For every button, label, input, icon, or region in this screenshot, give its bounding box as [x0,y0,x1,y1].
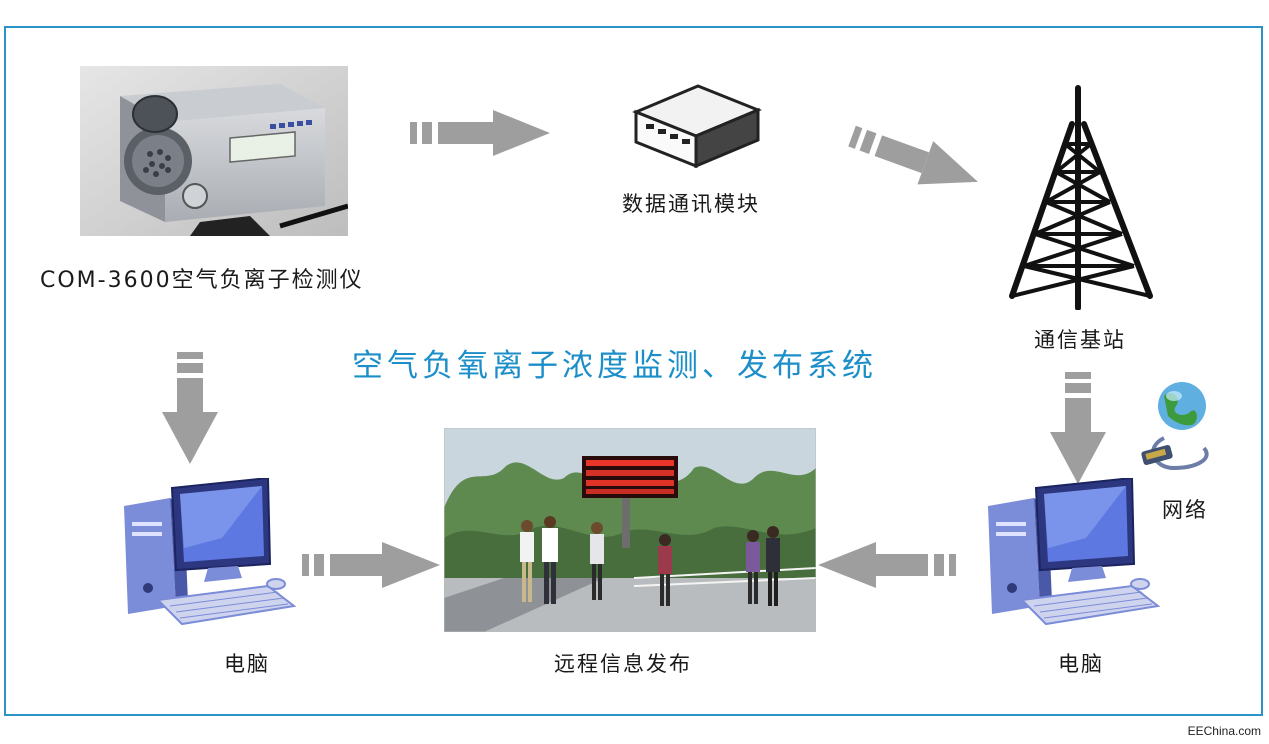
arrow-detector-to-left-pc [160,352,220,464]
right-desktop-computer-icon [982,478,1164,630]
arrow-left-pc-to-publish [302,540,440,590]
arrow-right-pc-to-publish [818,540,956,590]
right-pc-label: 电脑 [1058,652,1104,676]
network-label: 网络 [1162,498,1208,522]
left-pc-label: 电脑 [224,652,270,676]
source-watermark: EEChina.com [1187,724,1261,738]
arrow-detector-to-module [410,108,550,158]
signal-tower-icon [1000,84,1170,310]
detector-label: COM-3600空气负离子检测仪 [40,268,364,293]
arrow-module-to-tower [848,124,982,194]
left-desktop-computer-icon [118,478,300,630]
detector-instrument-icon [80,66,348,236]
module-label: 数据通讯模块 [622,192,760,216]
communication-module-icon [628,82,762,168]
globe-network-icon [1134,378,1224,482]
publish-label: 远程信息发布 [554,652,692,676]
tower-label: 通信基站 [1034,328,1126,352]
diagram-title: 空气负氧离子浓度监测、发布系统 [352,348,877,384]
led-display-photo [444,428,816,632]
arrow-tower-to-right-pc [1048,372,1108,484]
